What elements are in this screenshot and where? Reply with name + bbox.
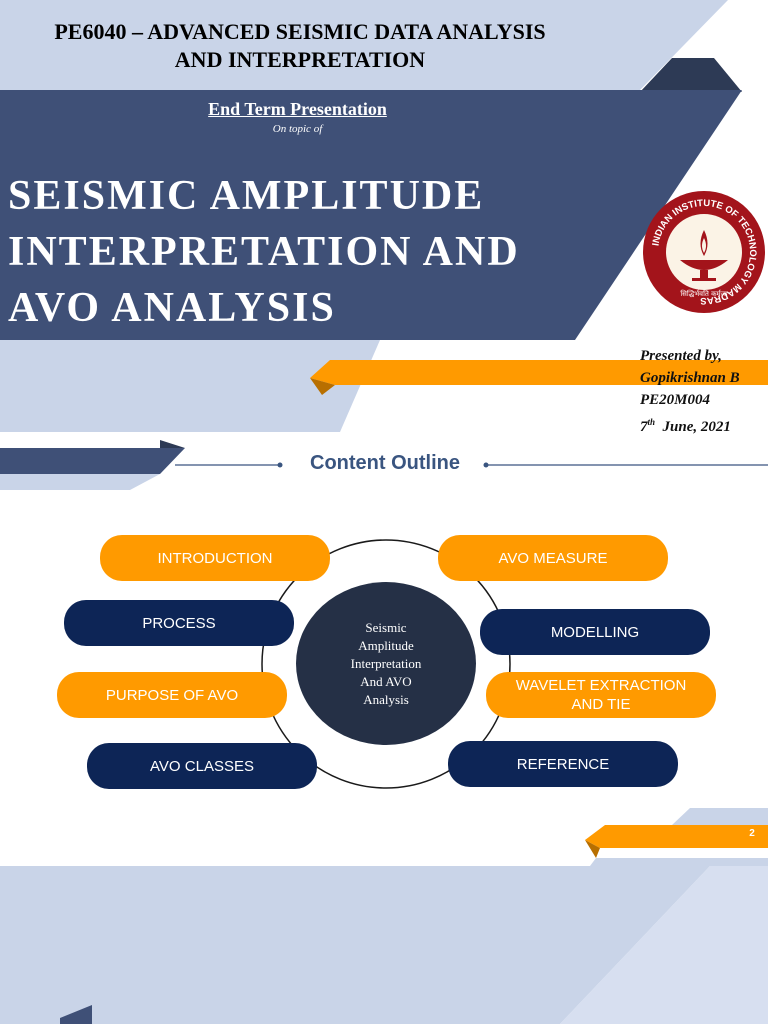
content-outline-title: Content Outline <box>310 452 460 474</box>
presenter-info: Presented by, Gopikrishnan B PE20M004 7t… <box>640 345 740 438</box>
presenter-roll: PE20M004 <box>640 392 711 408</box>
outline-item-introduction[interactable]: INTRODUCTION <box>100 535 330 581</box>
end-term-subtitle: End Term Presentation <box>208 99 387 119</box>
logo-motto: सिद्धिर्भवति कर्मजा <box>680 289 728 298</box>
presented-by-label: Presented by, <box>640 348 722 364</box>
outline-center-topic: Seismic Amplitude Interpretation And AVO… <box>296 582 476 745</box>
course-title-line1: PE6040 – ADVANCED SEISMIC DATA ANALYSIS <box>54 19 546 44</box>
presenter-name: Gopikrishnan B <box>640 370 740 386</box>
iit-madras-logo: INDIAN INSTITUTE OF TECHNOLOGY MADRAS सि… <box>643 191 765 313</box>
outline-item-avo-classes[interactable]: AVO CLASSES <box>87 743 317 789</box>
outline-item-purpose-of-avo[interactable]: PURPOSE OF AVO <box>57 672 287 718</box>
outline-item-wavelet-extraction[interactable]: WAVELET EXTRACTION AND TIE <box>486 672 716 718</box>
course-title: PE6040 – ADVANCED SEISMIC DATA ANALYSIS … <box>0 18 600 74</box>
outline-item-reference[interactable]: REFERENCE <box>448 741 678 787</box>
course-title-line2: AND INTERPRETATION <box>174 47 426 72</box>
main-title-line3: AVO ANALYSIS <box>8 285 336 331</box>
presentation-date: 7th June, 2021 <box>640 417 731 435</box>
main-title-line1: SEISMIC AMPLITUDE <box>8 173 485 219</box>
page-number: 2 <box>749 828 755 839</box>
outline-item-process[interactable]: PROCESS <box>64 600 294 646</box>
outline-item-avo-measure[interactable]: AVO MEASURE <box>438 535 668 581</box>
outline-item-modelling[interactable]: MODELLING <box>480 609 710 655</box>
on-topic-note: On topic of <box>272 123 323 135</box>
main-title-line2: INTERPRETATION AND <box>8 229 520 275</box>
